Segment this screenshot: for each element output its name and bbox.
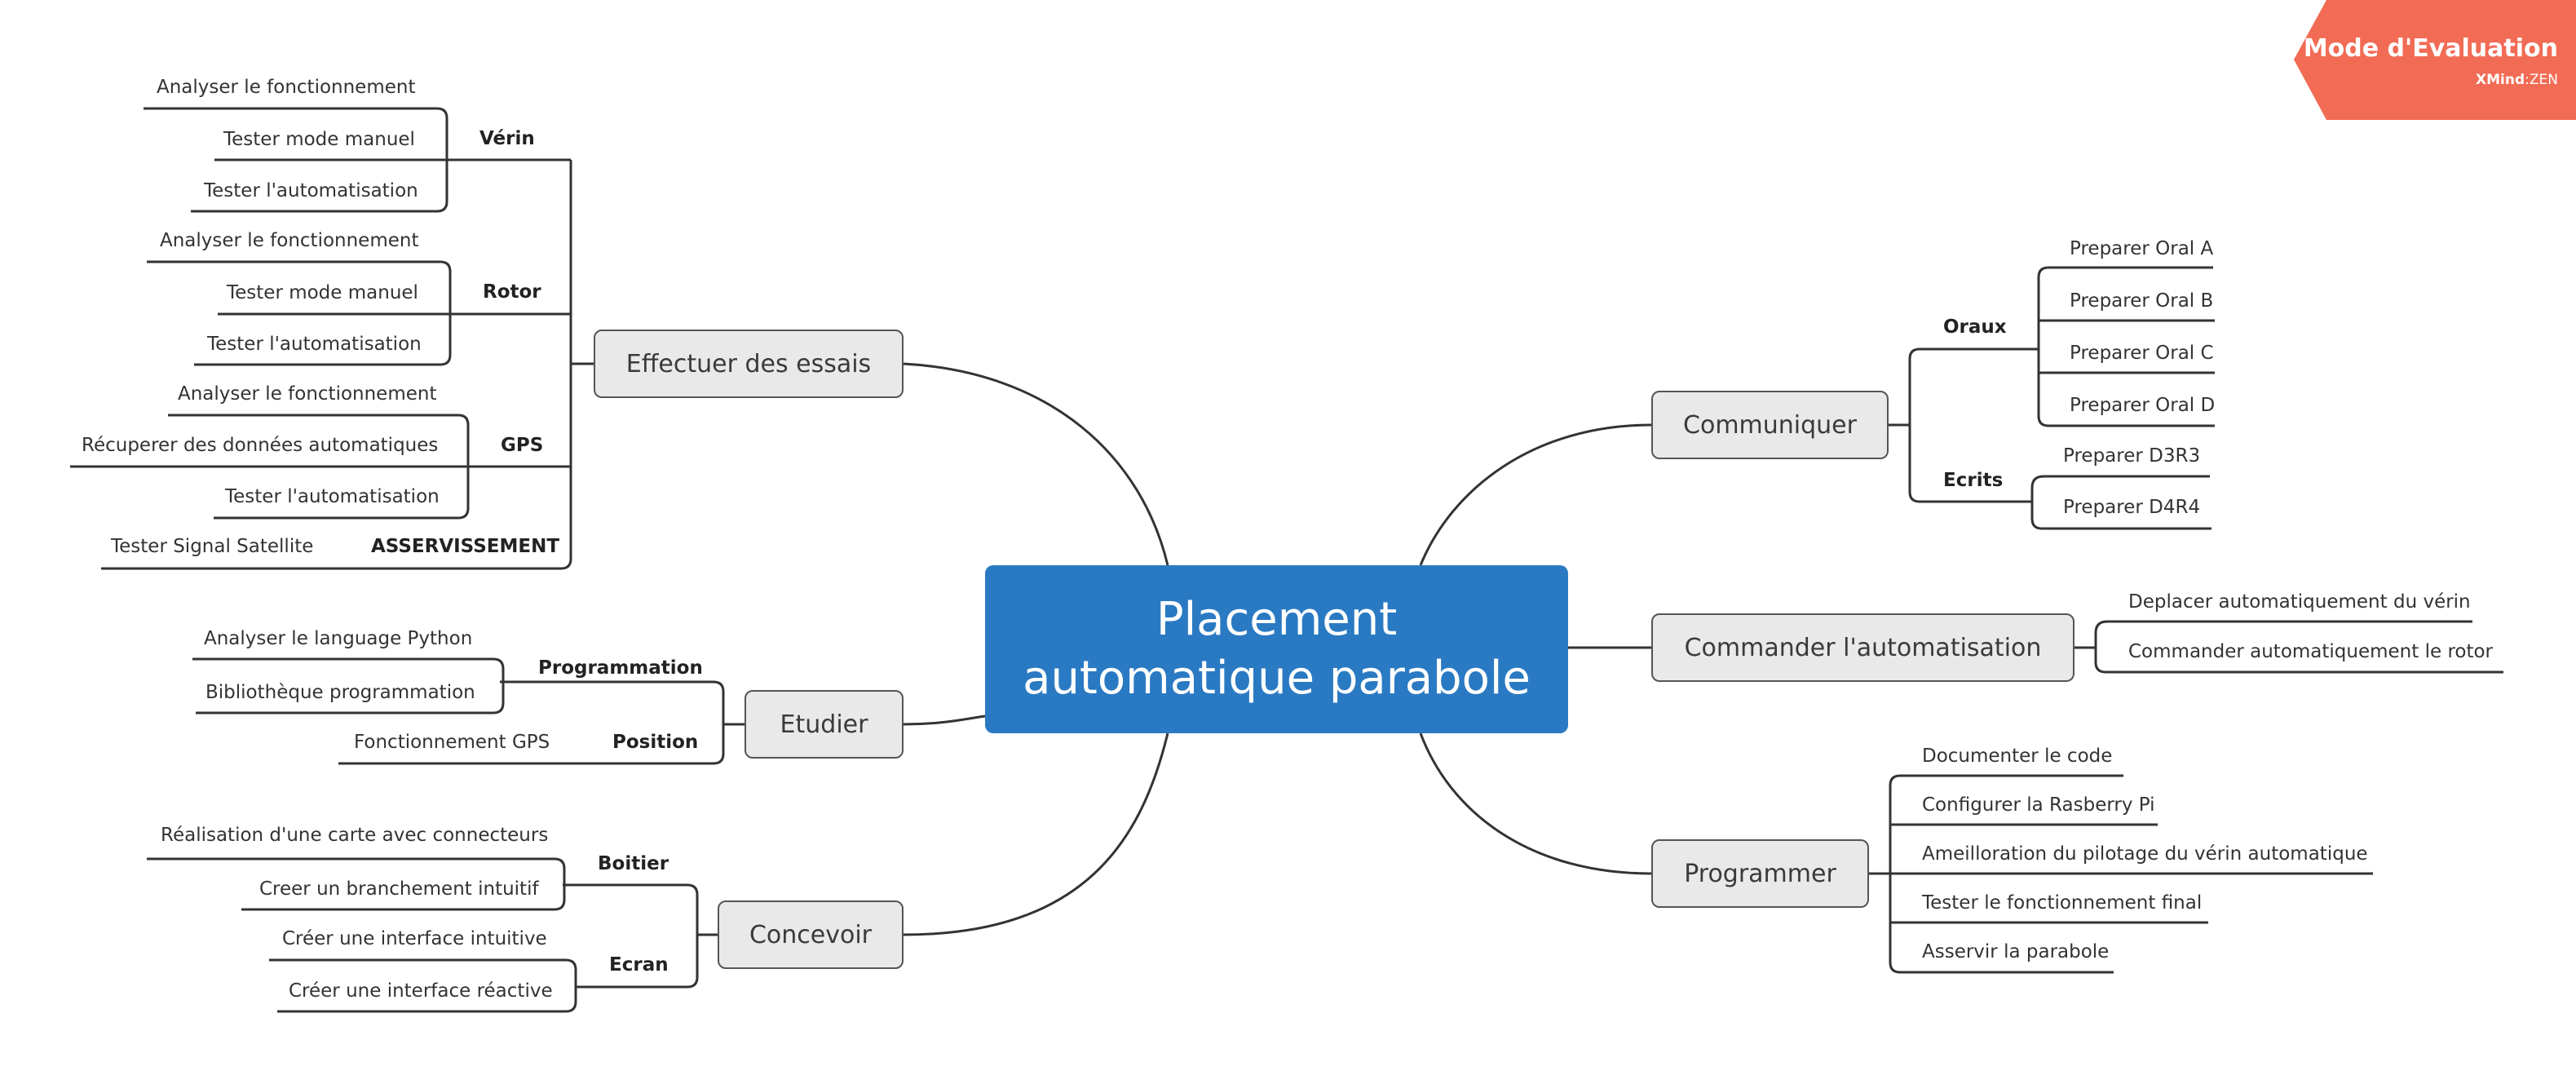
central-topic[interactable]: Placement automatique parabole bbox=[985, 565, 1568, 733]
topic-concevoir[interactable]: Concevoir bbox=[718, 900, 904, 969]
topic-communiquer[interactable]: Communiquer bbox=[1651, 391, 1889, 459]
leaf-verin-tester-auto[interactable]: Tester l'automatisation bbox=[204, 180, 418, 201]
subtopic-oraux[interactable]: Oraux bbox=[1943, 316, 2007, 338]
subtopic-rotor[interactable]: Rotor bbox=[483, 281, 541, 303]
leaf-interface-intuitive[interactable]: Créer une interface intuitive bbox=[282, 928, 547, 949]
leaf-oral-a[interactable]: Preparer Oral A bbox=[2070, 238, 2214, 259]
leaf-gps-analyser[interactable]: Analyser le fonctionnement bbox=[178, 383, 437, 405]
leaf-oral-c[interactable]: Preparer Oral C bbox=[2070, 343, 2214, 364]
topic-effectuer-des-essais[interactable]: Effectuer des essais bbox=[594, 330, 904, 398]
leaf-creer-branchement[interactable]: Creer un branchement intuitif bbox=[259, 878, 539, 900]
subtopic-boitier[interactable]: Boitier bbox=[598, 853, 669, 874]
leaf-documenter-code[interactable]: Documenter le code bbox=[1922, 746, 2113, 767]
leaf-tester-fonctionnement[interactable]: Tester le fonctionnement final bbox=[1922, 892, 2203, 914]
leaf-rotor-analyser[interactable]: Analyser le fonctionnement bbox=[160, 230, 419, 251]
leaf-asservir-parabole[interactable]: Asservir la parabole bbox=[1922, 941, 2110, 962]
banner-brand-name: XMind bbox=[2476, 72, 2525, 88]
leaf-asserv-tester-signal[interactable]: Tester Signal Satellite bbox=[111, 536, 314, 557]
leaf-gps-recuperer[interactable]: Récuperer des données automatiques bbox=[82, 435, 439, 456]
banner-ribbon-shape bbox=[2294, 0, 2576, 120]
banner-title: Mode d'Evaluation bbox=[2303, 34, 2558, 63]
subtopic-verin[interactable]: Vérin bbox=[479, 128, 535, 149]
leaf-interface-reactive[interactable]: Créer une interface réactive bbox=[289, 980, 553, 1002]
topic-programmer[interactable]: Programmer bbox=[1651, 839, 1869, 908]
leaf-analyser-python[interactable]: Analyser le language Python bbox=[204, 628, 473, 649]
leaf-rotor-tester-manuel[interactable]: Tester mode manuel bbox=[227, 282, 418, 303]
topic-etudier[interactable]: Etudier bbox=[745, 690, 904, 759]
leaf-commander-rotor[interactable]: Commander automatiquement le rotor bbox=[2128, 641, 2494, 662]
central-topic-line2: automatique parabole bbox=[1023, 652, 1531, 705]
banner-edition: ZEN bbox=[2529, 72, 2558, 88]
banner-brand: XMind:ZEN bbox=[2476, 72, 2558, 88]
leaf-gps-tester-auto[interactable]: Tester l'automatisation bbox=[225, 486, 440, 507]
central-topic-line1: Placement bbox=[1155, 593, 1398, 646]
leaf-oral-d[interactable]: Preparer Oral D bbox=[2070, 395, 2216, 416]
leaf-amelioration-pilotage[interactable]: Ameilloration du pilotage du vérin autom… bbox=[1922, 843, 2368, 865]
leaf-bibliotheque[interactable]: Bibliothèque programmation bbox=[205, 682, 475, 703]
subtopic-asservissement[interactable]: ASSERVISSEMENT bbox=[371, 536, 560, 557]
leaf-realisation-carte[interactable]: Réalisation d'une carte avec connecteurs bbox=[161, 825, 549, 846]
leaf-configurer-rasberry[interactable]: Configurer la Rasberry Pi bbox=[1922, 794, 2155, 816]
topic-commander-automatisation[interactable]: Commander l'automatisation bbox=[1651, 613, 2074, 682]
leaf-fonctionnement-gps[interactable]: Fonctionnement GPS bbox=[354, 732, 550, 753]
leaf-oral-b[interactable]: Preparer Oral B bbox=[2070, 290, 2214, 312]
leaf-verin-tester-manuel[interactable]: Tester mode manuel bbox=[223, 129, 415, 150]
subtopic-programmation[interactable]: Programmation bbox=[538, 657, 703, 679]
leaf-deplacer-verin[interactable]: Deplacer automatiquement du vérin bbox=[2128, 591, 2471, 613]
subtopic-ecran[interactable]: Ecran bbox=[609, 954, 669, 976]
evaluation-banner[interactable]: Mode d'Evaluation XMind:ZEN bbox=[2294, 0, 2576, 120]
subtopic-ecrits[interactable]: Ecrits bbox=[1943, 470, 2004, 491]
subtopic-gps[interactable]: GPS bbox=[501, 435, 544, 456]
leaf-d3r3[interactable]: Preparer D3R3 bbox=[2063, 445, 2201, 467]
leaf-d4r4[interactable]: Preparer D4R4 bbox=[2063, 497, 2201, 518]
subtopic-position[interactable]: Position bbox=[612, 732, 699, 753]
leaf-rotor-tester-auto[interactable]: Tester l'automatisation bbox=[207, 334, 422, 355]
leaf-verin-analyser[interactable]: Analyser le fonctionnement bbox=[157, 77, 416, 98]
